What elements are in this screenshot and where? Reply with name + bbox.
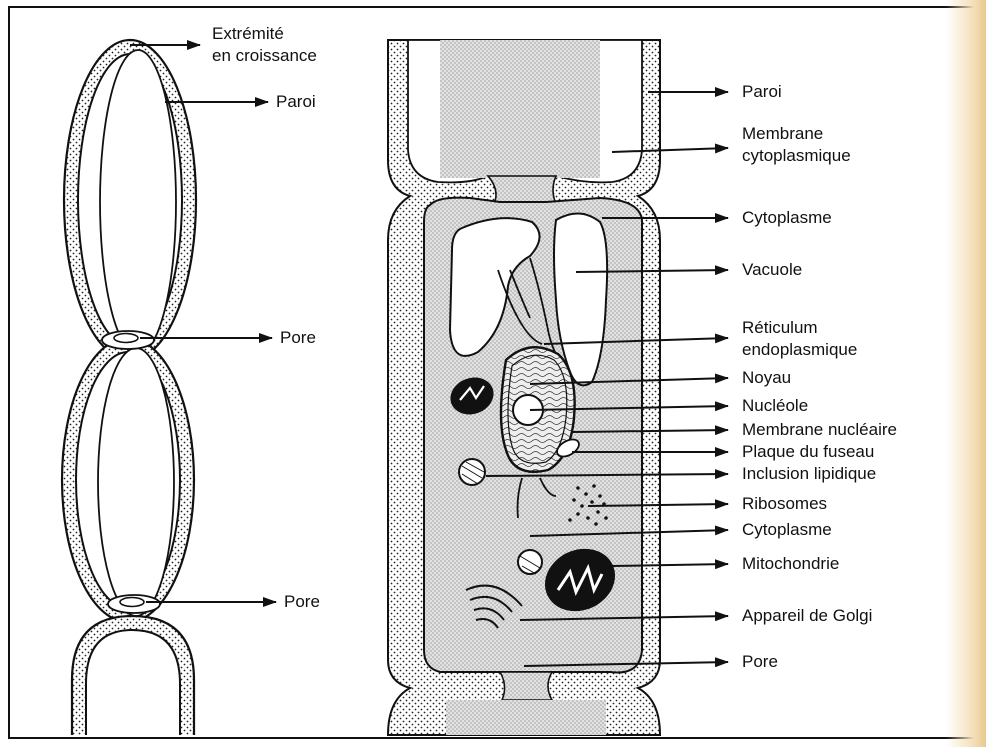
upper-cytoplasm-fill <box>440 40 600 178</box>
label-reticulum-1: Réticulum <box>742 318 818 338</box>
label-plaque-fuseau: Plaque du fuseau <box>742 442 874 462</box>
lower-cytoplasm-fill <box>446 700 606 735</box>
label-membrane-nucleaire: Membrane nucléaire <box>742 420 897 440</box>
label-paroi-left: Paroi <box>276 92 316 112</box>
label-en-croissance: en croissance <box>212 46 317 66</box>
label-pore-left-2: Pore <box>284 592 320 612</box>
septum-bottom <box>500 672 552 700</box>
lipid-inclusion-2 <box>518 550 542 574</box>
label-extremite: Extrémité <box>212 24 284 44</box>
label-nucleole: Nucléole <box>742 396 808 416</box>
label-mitochondrie: Mitochondrie <box>742 554 839 574</box>
label-noyau: Noyau <box>742 368 791 388</box>
left-cell-bottom <box>72 616 194 735</box>
lipid-inclusion <box>459 459 485 485</box>
label-cytoplasme-2: Cytoplasme <box>742 520 832 540</box>
label-paroi-right: Paroi <box>742 82 782 102</box>
septum-top <box>488 176 556 204</box>
label-pore-right: Pore <box>742 652 778 672</box>
left-cell-middle <box>62 338 194 622</box>
label-vacuole: Vacuole <box>742 260 802 280</box>
label-membrane-2: cytoplasmique <box>742 146 851 166</box>
label-pore-left-1: Pore <box>280 328 316 348</box>
label-membrane-1: Membrane <box>742 124 823 144</box>
label-cytoplasme-1: Cytoplasme <box>742 208 832 228</box>
left-pore-1 <box>102 331 154 349</box>
label-ribosomes: Ribosomes <box>742 494 827 514</box>
detailed-cell <box>388 40 660 735</box>
left-pore-2 <box>108 595 160 613</box>
label-inclusion-lipidique: Inclusion lipidique <box>742 464 876 484</box>
label-golgi: Appareil de Golgi <box>742 606 872 626</box>
left-cell-chain <box>62 40 196 735</box>
label-reticulum-2: endoplasmique <box>742 340 857 360</box>
left-cell-top <box>64 40 196 360</box>
